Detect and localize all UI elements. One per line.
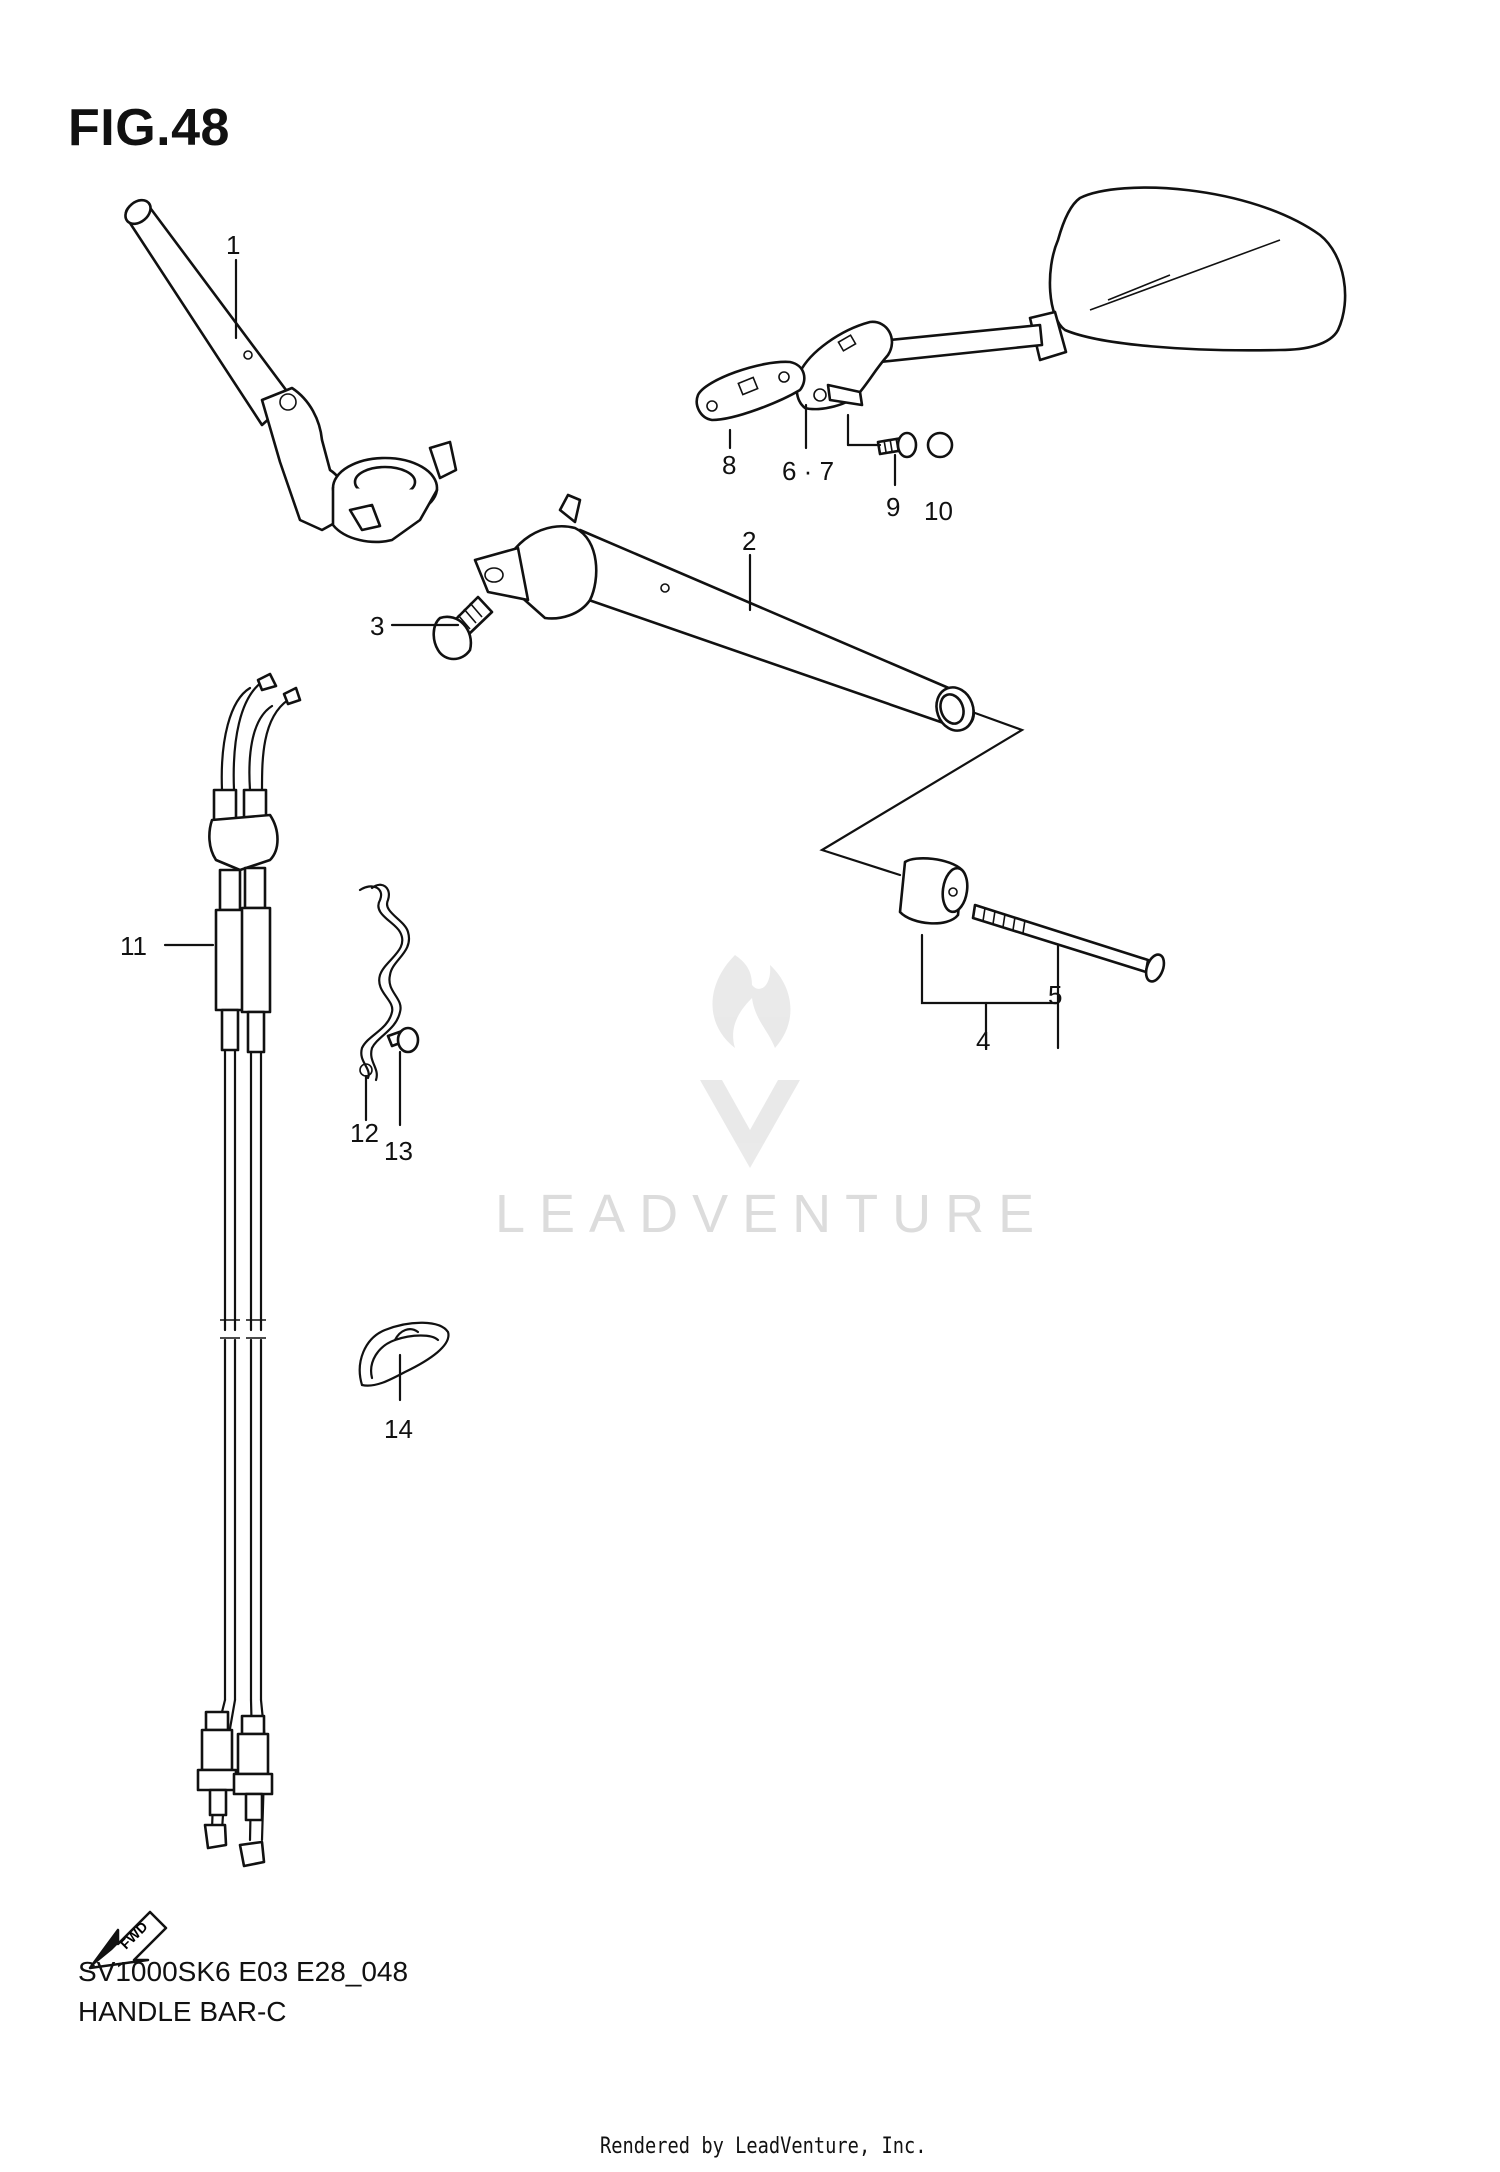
callout-13: 13: [384, 1136, 413, 1166]
callout-8: 8: [722, 450, 736, 480]
fwd-arrow-icon: FWD: [88, 1910, 168, 1970]
leadventure-logo-icon: [700, 955, 800, 1168]
leader-lines: [163, 258, 1060, 1402]
callout-6-7: 6 · 7: [782, 456, 834, 486]
throttle-cable-part: [196, 672, 302, 1868]
watermark-text: LEADVENTURE: [495, 1184, 1048, 1244]
rendered-by-credit: Rendered by LeadVenture, Inc.: [600, 2134, 927, 2159]
bolt-part-13: [386, 1026, 420, 1054]
clip-part: [358, 1321, 450, 1387]
callout-3: 3: [370, 611, 384, 641]
bar-end-weight-part: [898, 856, 969, 925]
callout-1: 1: [226, 230, 240, 260]
bar-end-screw-part: [971, 903, 1166, 983]
callout-5: 5: [1048, 980, 1062, 1010]
handlebar-part: [473, 493, 975, 732]
callout-2: 2: [742, 526, 756, 556]
callout-10: 10: [924, 496, 953, 526]
mirror-part: [795, 186, 1347, 411]
cap-part-10: [926, 431, 954, 459]
bolt-part-3: [432, 595, 494, 661]
mirror-base-plate-part: [695, 360, 806, 422]
callout-4: 4: [976, 1026, 990, 1056]
left-handlebar-part: [124, 198, 458, 544]
figure-title: FIG.48: [68, 99, 230, 157]
callout-9: 9: [886, 492, 900, 522]
callout-12: 12: [350, 1118, 379, 1148]
figure-code: SV1000SK6 E03 E28_048: [78, 1956, 409, 1987]
callout-11: 11: [120, 931, 147, 961]
callout-labels: 1 2 3 4 5 6 · 7 8 9 10 11 12 13 14: [120, 230, 1062, 1444]
figure-name: HANDLE BAR-C: [78, 1996, 287, 2027]
callout-14: 14: [384, 1414, 413, 1444]
screw-part-9: [876, 431, 918, 459]
